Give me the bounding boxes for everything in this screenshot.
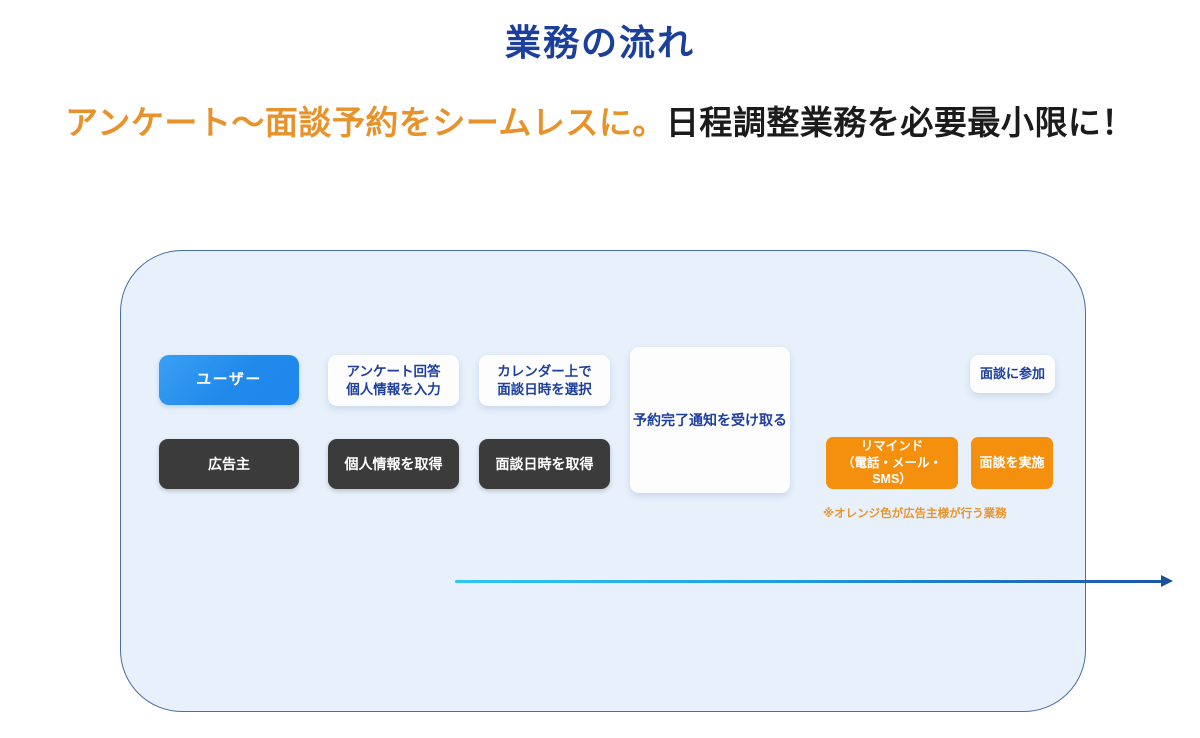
lane-label-user[interactable]: ユーザー (159, 355, 299, 405)
orange-legend-note: ※オレンジ色が広告主様が行う業務 (823, 508, 1007, 520)
lane-label-advertiser[interactable]: 広告主 (159, 439, 299, 489)
timeline-arrow-line (455, 580, 1165, 583)
step-user-calendar[interactable]: カレンダー上で 面談日時を選択 (479, 355, 610, 406)
subtitle-black-text: 日程調整業務を必要最小限に！ (665, 104, 1135, 141)
page-subtitle: アンケート〜面談予約をシームレスに。日程調整業務を必要最小限に！ (0, 96, 1200, 144)
timeline-arrow-head-icon (1161, 575, 1173, 587)
step-user-survey[interactable]: アンケート回答 個人情報を入力 (328, 355, 459, 406)
step-user-join[interactable]: 面談に参加 (970, 355, 1055, 393)
flow-diagram-panel: ユーザー アンケート回答 個人情報を入力 カレンダー上で 面談日時を選択 予約完… (120, 250, 1173, 712)
step-adv-interview[interactable]: 面談を実施 (971, 437, 1053, 489)
step-adv-remind[interactable]: リマインド （電話・メール・SMS） (826, 437, 958, 489)
step-adv-get-datetime[interactable]: 面談日時を取得 (479, 439, 610, 489)
subtitle-orange-text: アンケート〜面談予約をシームレスに。 (65, 104, 666, 141)
step-adv-get-personal-info[interactable]: 個人情報を取得 (328, 439, 459, 489)
page-title: 業務の流れ (504, 22, 695, 63)
step-user-notice[interactable]: 予約完了通知を受け取る (630, 347, 790, 493)
